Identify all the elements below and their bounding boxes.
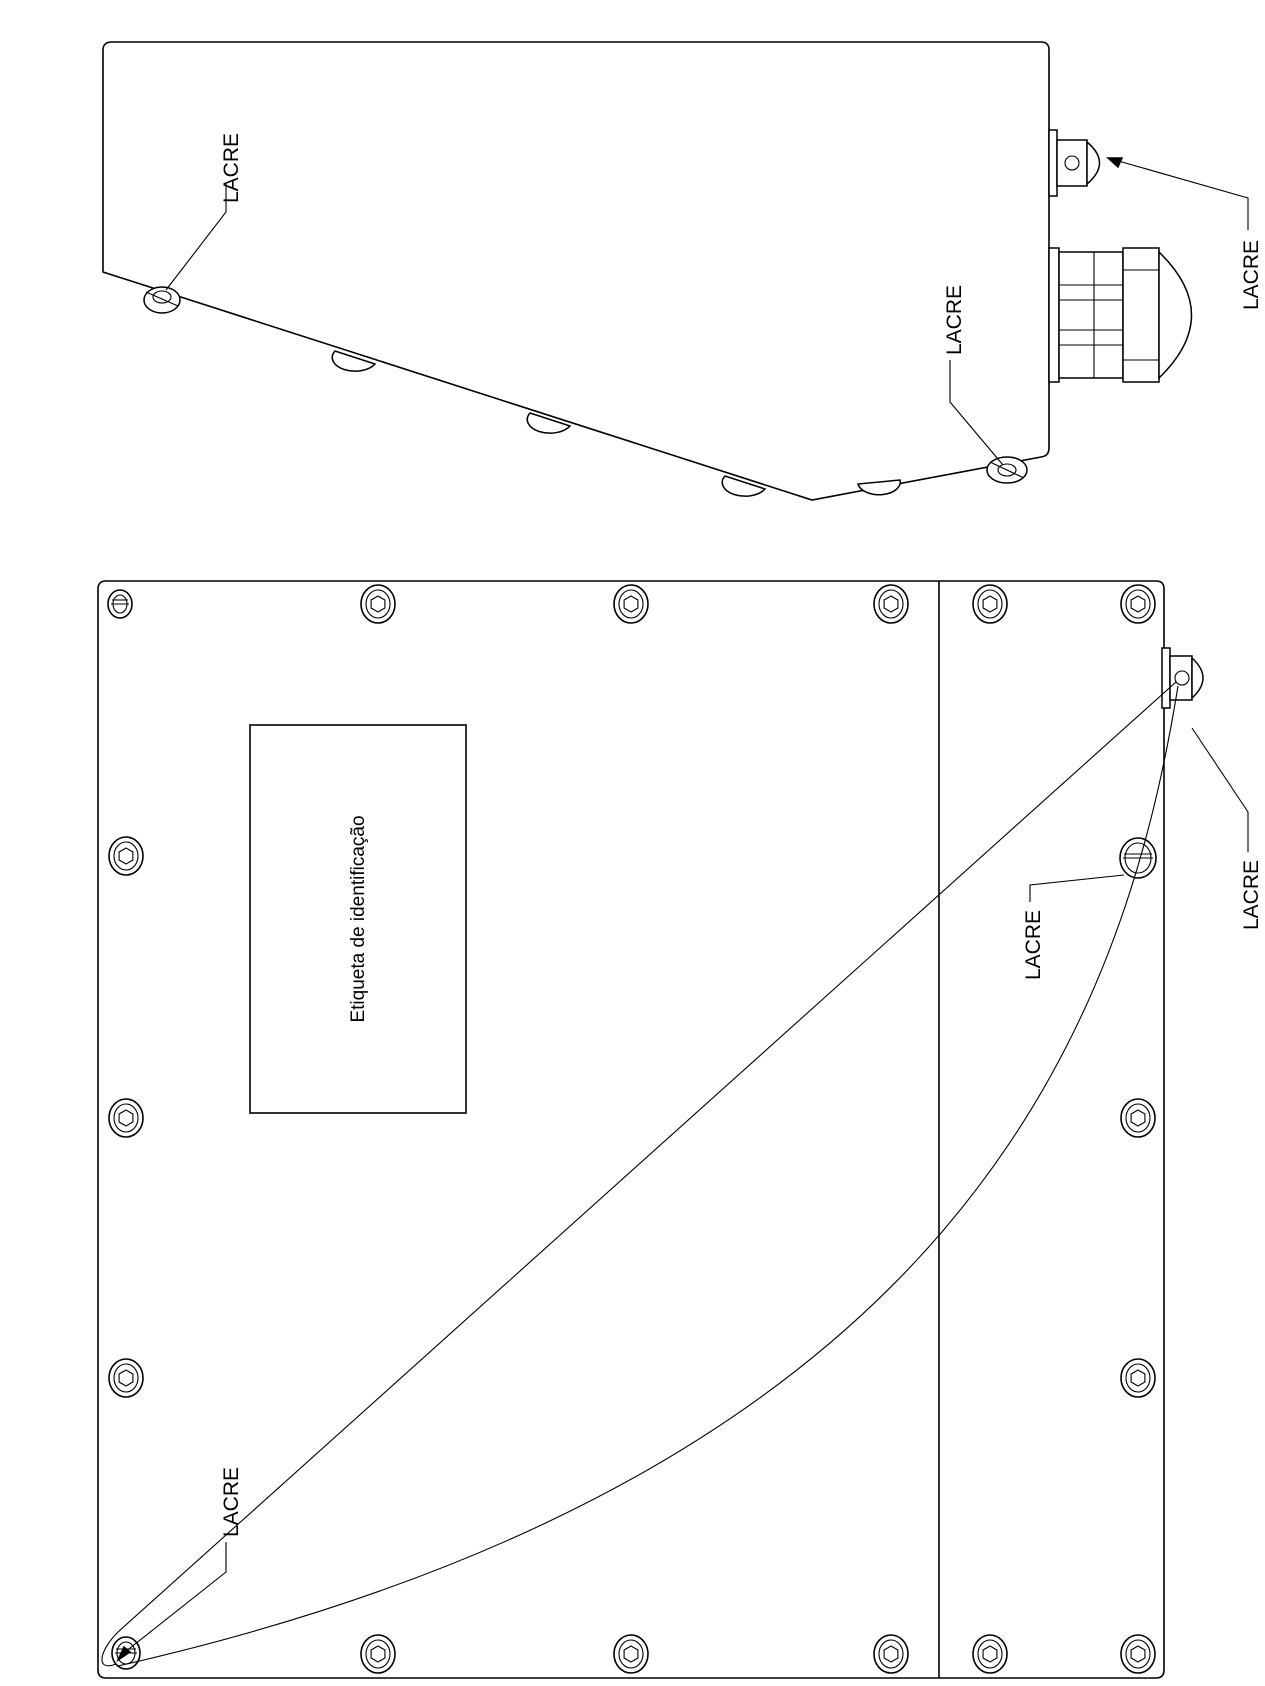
hex-socket-screw-icon	[972, 584, 1008, 624]
seal-wire	[101, 681, 1177, 1667]
hex-socket-screw-icon	[526, 412, 572, 434]
cable-gland-icon	[1048, 247, 1193, 383]
hex-socket-screw-icon	[613, 584, 649, 624]
seal-tab-icon	[1048, 129, 1101, 197]
seal-screw-icon	[143, 286, 181, 314]
hex-socket-screw-icon	[108, 1358, 144, 1398]
hex-socket-screw-icon	[721, 475, 767, 497]
leader-line	[1191, 727, 1249, 852]
lacre-label: LACRE	[220, 1467, 243, 1537]
identification-label-text: Etiqueta de identificação	[348, 815, 369, 1022]
hex-socket-screw-icon	[1120, 1358, 1156, 1398]
leader-line	[949, 360, 1004, 466]
front-view-enclosure-outline	[97, 580, 1165, 1679]
hex-socket-screw-icon	[873, 584, 909, 624]
hex-socket-screw-icon	[331, 350, 377, 372]
hex-socket-screw-icon	[1120, 584, 1156, 624]
seal-screw-icon	[986, 456, 1028, 484]
hex-socket-screw-icon	[360, 1634, 396, 1674]
hex-socket-screw-icon	[1120, 1098, 1156, 1138]
front-view	[97, 580, 1249, 1679]
lacre-label: LACRE	[1240, 240, 1263, 310]
leader-line	[1029, 874, 1125, 902]
seal-tab-icon	[1161, 647, 1204, 709]
lacre-label: LACRE	[1022, 910, 1045, 980]
lacre-label: LACRE	[1240, 860, 1263, 930]
leader-line	[119, 1542, 227, 1657]
lacre-label: LACRE	[220, 133, 243, 203]
hex-socket-screw-icon	[108, 1098, 144, 1138]
seal-screw-icon	[1119, 837, 1157, 879]
hex-socket-screw-icon	[1120, 1634, 1156, 1674]
hex-socket-screw-icon	[873, 1634, 909, 1674]
hex-socket-screw-icon	[613, 1634, 649, 1674]
leader-line	[1107, 157, 1249, 230]
hex-socket-screw-icon	[972, 1634, 1008, 1674]
seal-wire	[117, 685, 1179, 1667]
hex-socket-screw-icon	[857, 479, 902, 496]
lacre-label: LACRE	[943, 285, 966, 355]
side-view	[102, 41, 1249, 501]
side-view-enclosure-outline	[102, 41, 1050, 501]
identification-label-box	[249, 724, 467, 1114]
leader-line	[165, 184, 227, 291]
hex-socket-screw-icon	[360, 584, 396, 624]
hex-socket-screw-icon	[108, 836, 144, 876]
seal-screw-icon	[107, 589, 133, 619]
